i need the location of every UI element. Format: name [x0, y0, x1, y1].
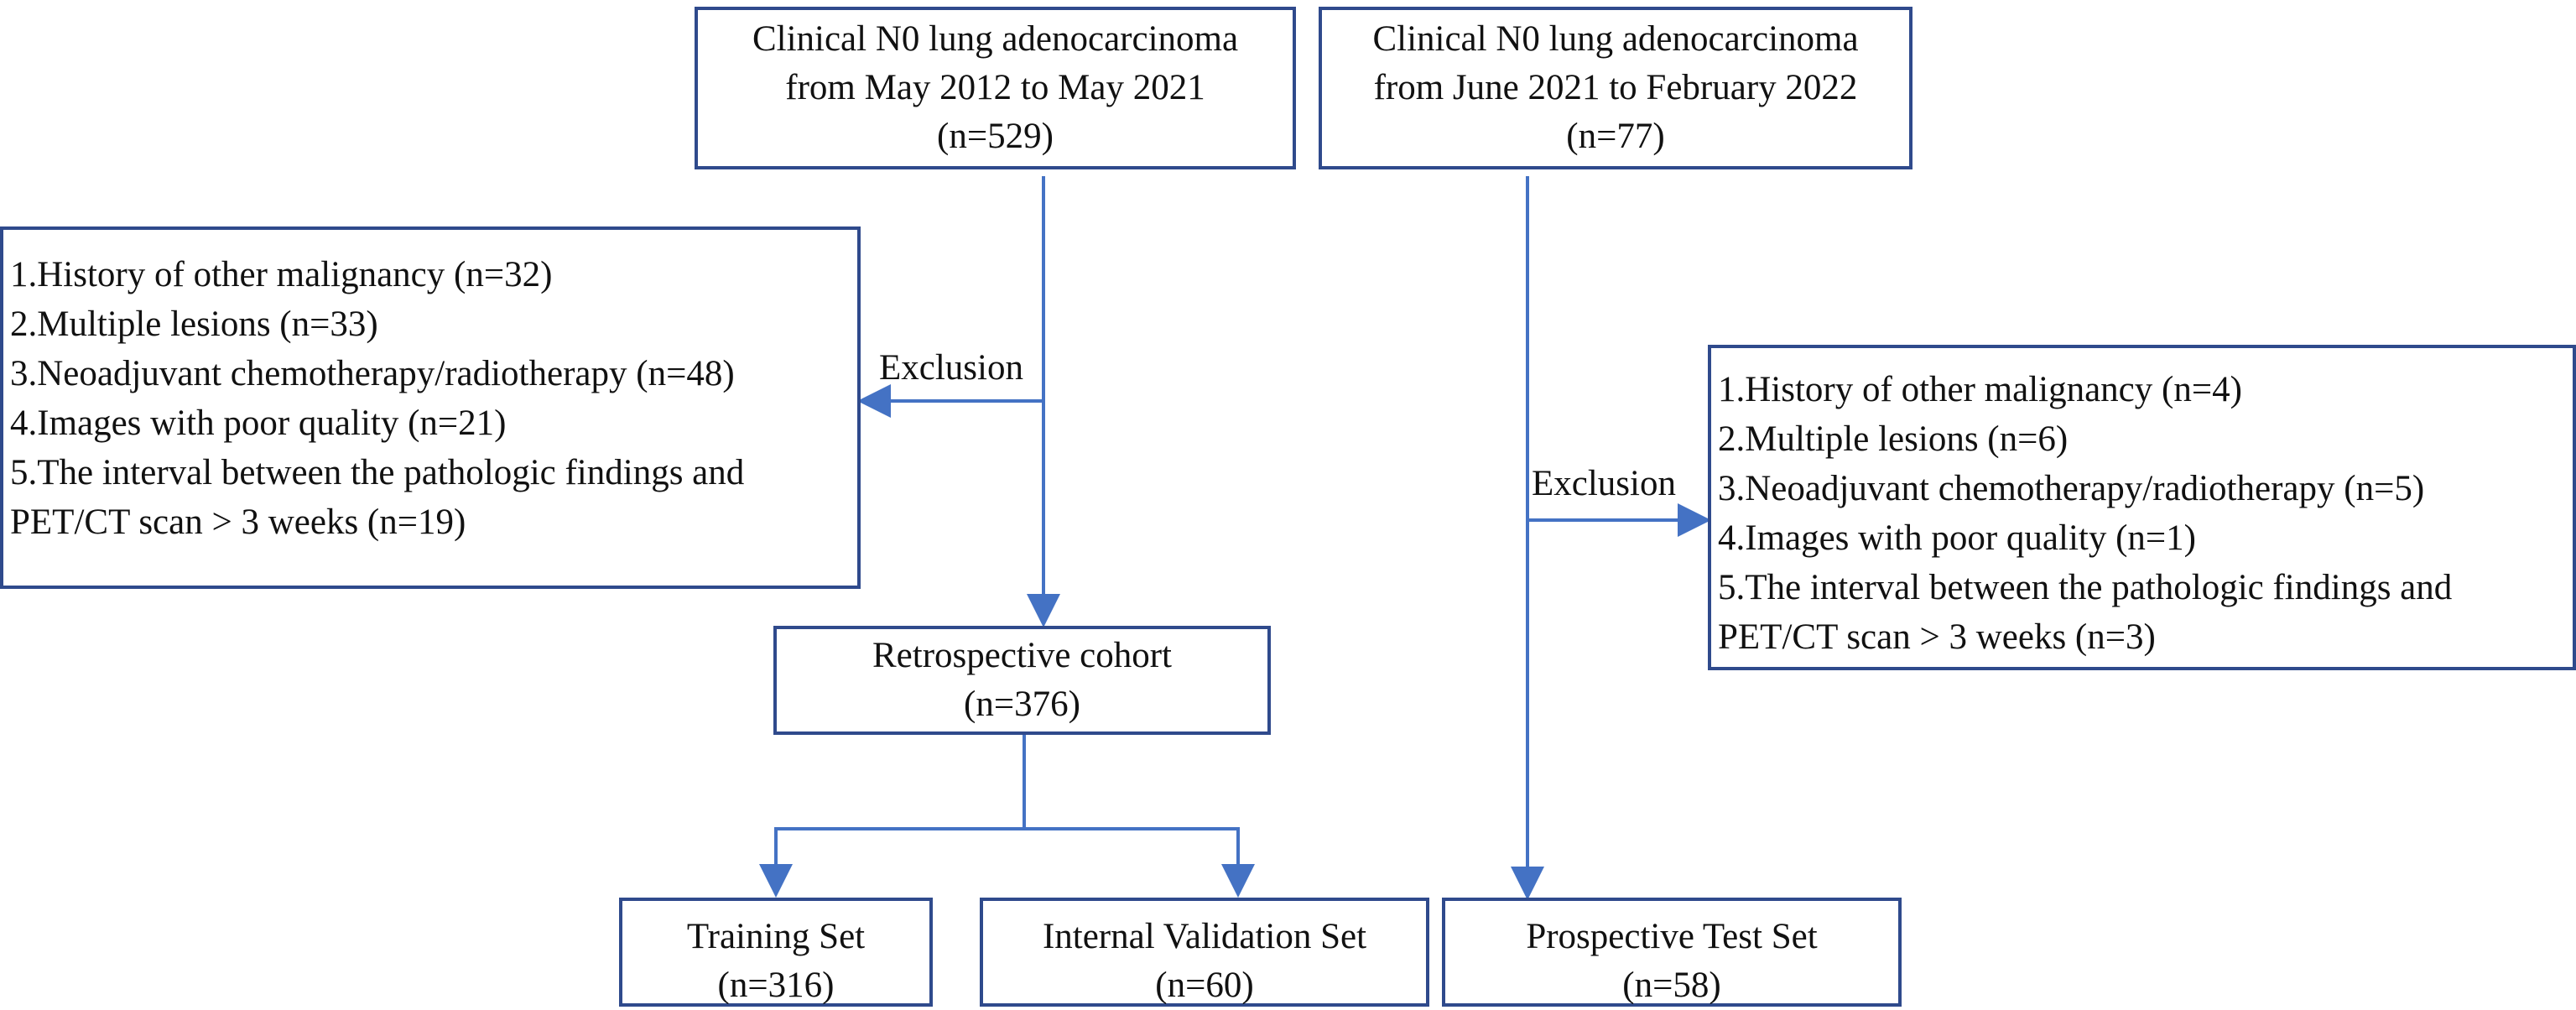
retrospective-title: Retrospective cohort — [872, 636, 1173, 675]
exclusion-b-item-1: 1.History of other malignancy (n=4) — [1718, 370, 2242, 409]
exclusion-label-retrospective: Exclusion — [879, 348, 1023, 388]
exclusion-a-item-4: 4.Images with poor quality (n=21) — [10, 403, 507, 443]
exclusion-criteria-prospective-box: 1.History of other malignancy (n=4) 2.Mu… — [1708, 345, 2576, 670]
source-b-line-3: (n=77) — [1566, 117, 1665, 156]
prospective-test-count: (n=58) — [1622, 966, 1721, 1005]
source-cohort-2012-2021-box: Clinical N0 lung adenocarcinoma from May… — [695, 7, 1296, 169]
exclusion-a-item-2: 2.Multiple lesions (n=33) — [10, 305, 378, 344]
exclusion-a-item-3: 3.Neoadjuvant chemotherapy/radiotherapy … — [10, 354, 735, 393]
prospective-test-set-box: Prospective Test Set (n=58) — [1442, 898, 1902, 1007]
source-b-line-1: Clinical N0 lung adenocarcinoma — [1372, 19, 1859, 59]
source-a-line-1: Clinical N0 lung adenocarcinoma — [752, 19, 1239, 59]
exclusion-b-item-4: 4.Images with poor quality (n=1) — [1718, 518, 2197, 558]
exclusion-label-prospective: Exclusion — [1532, 464, 1676, 503]
exclusion-a-item-1: 1.History of other malignancy (n=32) — [10, 255, 553, 294]
exclusion-b-item-3: 3.Neoadjuvant chemotherapy/radiotherapy … — [1718, 469, 2425, 508]
source-a-line-3: (n=529) — [937, 117, 1054, 156]
source-a-line-2: from May 2012 to May 2021 — [785, 68, 1205, 107]
retrospective-count: (n=376) — [964, 685, 1080, 724]
retrospective-cohort-box: Retrospective cohort (n=376) — [773, 626, 1271, 735]
internal-validation-set-box: Internal Validation Set (n=60) — [980, 898, 1429, 1007]
training-title: Training Set — [686, 917, 866, 956]
exclusion-a-item-5-cont: PET/CT scan > 3 weeks (n=19) — [10, 502, 466, 542]
training-count: (n=316) — [717, 966, 835, 1005]
exclusion-b-item-5: 5.The interval between the pathologic fi… — [1718, 568, 2453, 607]
source-b-line-2: from June 2021 to February 2022 — [1373, 68, 1858, 107]
exclusion-criteria-retrospective-box: 1.History of other malignancy (n=32) 2.M… — [0, 226, 861, 589]
internal-validation-title: Internal Validation Set — [1042, 917, 1367, 956]
training-set-box: Training Set (n=316) — [619, 898, 933, 1007]
source-cohort-2021-2022-box: Clinical N0 lung adenocarcinoma from Jun… — [1319, 7, 1912, 169]
exclusion-b-item-2: 2.Multiple lesions (n=6) — [1718, 419, 2069, 459]
exclusion-a-item-5: 5.The interval between the pathologic fi… — [10, 453, 745, 492]
exclusion-b-item-5-cont: PET/CT scan > 3 weeks (n=3) — [1718, 617, 2156, 657]
internal-validation-count: (n=60) — [1155, 966, 1254, 1005]
prospective-test-title: Prospective Test Set — [1526, 917, 1818, 956]
